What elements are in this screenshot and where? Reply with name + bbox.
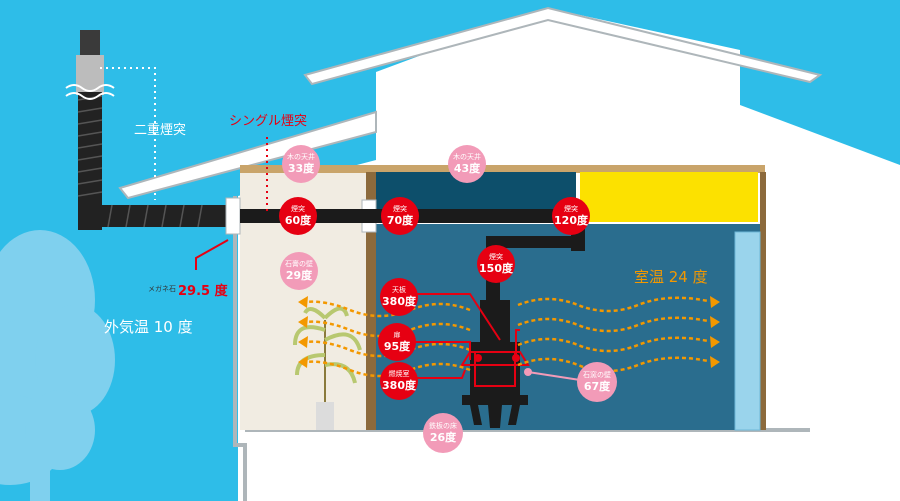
room-temp-label: 室温 24 度	[634, 268, 708, 286]
door	[734, 231, 761, 431]
heat-wave-marks	[65, 84, 115, 100]
megane-stone-value: 29.5 度	[178, 284, 228, 299]
measurement-pointers	[195, 239, 520, 379]
wood-stove	[460, 300, 530, 428]
single-chimney-elbow-run	[495, 236, 585, 248]
heat-arrowheads	[298, 296, 720, 368]
room-divider-post	[366, 172, 376, 430]
brick-wall-pointer	[527, 371, 581, 381]
outside-temp-label: 外気温 10 度	[104, 318, 193, 336]
main-room	[376, 224, 760, 430]
megane-stone-name: メガネ石	[148, 285, 176, 293]
tree-illustration	[0, 230, 115, 501]
firebox-dot	[512, 354, 520, 362]
single-chimney-label: シングル煙突	[229, 114, 308, 129]
ceiling-yellow	[580, 172, 758, 222]
exterior-wall-line	[233, 196, 247, 501]
chimney-cap	[80, 30, 100, 60]
roof	[118, 6, 823, 200]
double-chimney-pointer	[100, 67, 156, 200]
ceiling-beam	[240, 165, 765, 173]
chimney-insulation	[76, 55, 104, 95]
megane-stone	[225, 197, 241, 235]
door-dot	[474, 354, 482, 362]
double-chimney-horizontal	[78, 205, 228, 227]
brick-wall-dot	[524, 368, 532, 376]
right-post	[760, 172, 766, 430]
double-chimney-label: 二重煙突	[134, 123, 187, 138]
